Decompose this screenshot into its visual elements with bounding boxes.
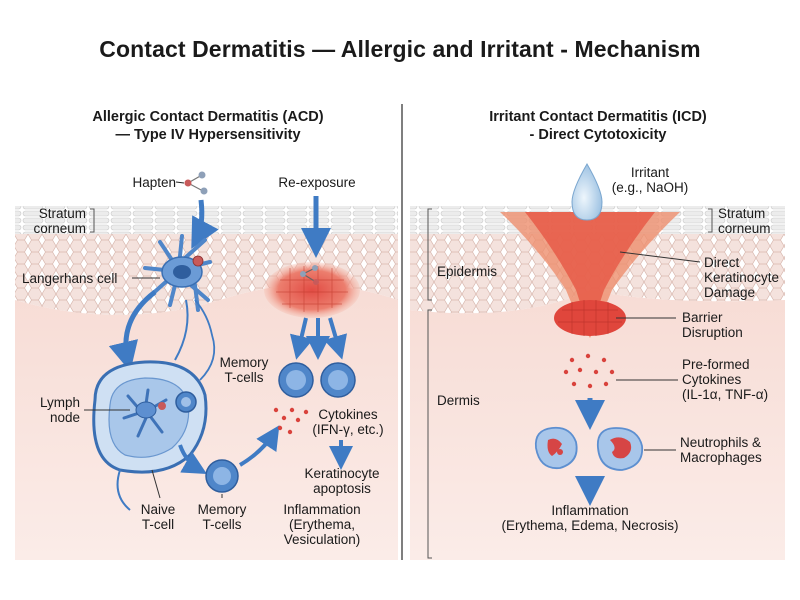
- hapten-molecule-icon: [175, 171, 208, 195]
- macrophage-icon: [596, 427, 644, 471]
- barrier-disruption-cells: [554, 300, 626, 336]
- icd-heading-line1: Irritant Contact Dermatitis (ICD): [489, 109, 707, 125]
- acd-cytokine-dots: [273, 407, 309, 435]
- icd-heading-line2: - Direct Cytotoxicity: [529, 127, 667, 143]
- icd-panel: [410, 162, 785, 560]
- acd-heading: Allergic Contact Dermatitis (ACD) — Type…: [40, 108, 376, 144]
- label-acd-cytokines: Cytokines(IFN-γ, etc.): [312, 407, 384, 437]
- label-irritant: Irritant(e.g., NaOH): [611, 165, 689, 195]
- memory-tcell-bottom-icon: [205, 459, 239, 493]
- page-title: Contact Dermatitis — Allergic and Irrita…: [99, 36, 701, 62]
- lymph-node-icon: [92, 360, 208, 474]
- label-langerhans-cell: Langerhans cell: [22, 271, 118, 286]
- acd-heading-line2: — Type IV Hypersensitivity: [115, 127, 301, 143]
- label-dermis: Dermis: [437, 393, 480, 408]
- label-reexposure: Re-exposure: [278, 175, 356, 190]
- label-acd-inflammation: Inflammation(Erythema,Vesiculation): [283, 502, 361, 547]
- label-neutrophils-macrophages: Neutrophils &Macrophages: [680, 435, 762, 465]
- label-epidermis: Epidermis: [437, 264, 498, 279]
- irritant-droplet-icon: [571, 162, 603, 221]
- label-icd-inflammation: Inflammation(Erythema, Edema, Necrosis): [501, 503, 679, 533]
- acd-lesion: [264, 262, 360, 318]
- acd-heading-line1: Allergic Contact Dermatitis (ACD): [92, 109, 324, 125]
- langerhans-cell-icon: [143, 234, 212, 312]
- label-hapten: Hapten: [132, 175, 176, 190]
- neutrophil-icon: [534, 426, 578, 470]
- icd-heading: Irritant Contact Dermatitis (ICD) - Dire…: [418, 108, 778, 144]
- memory-tcells-top-icon: [278, 362, 356, 398]
- icd-cytokine-dots: [563, 353, 615, 389]
- acd-panel: [15, 171, 398, 560]
